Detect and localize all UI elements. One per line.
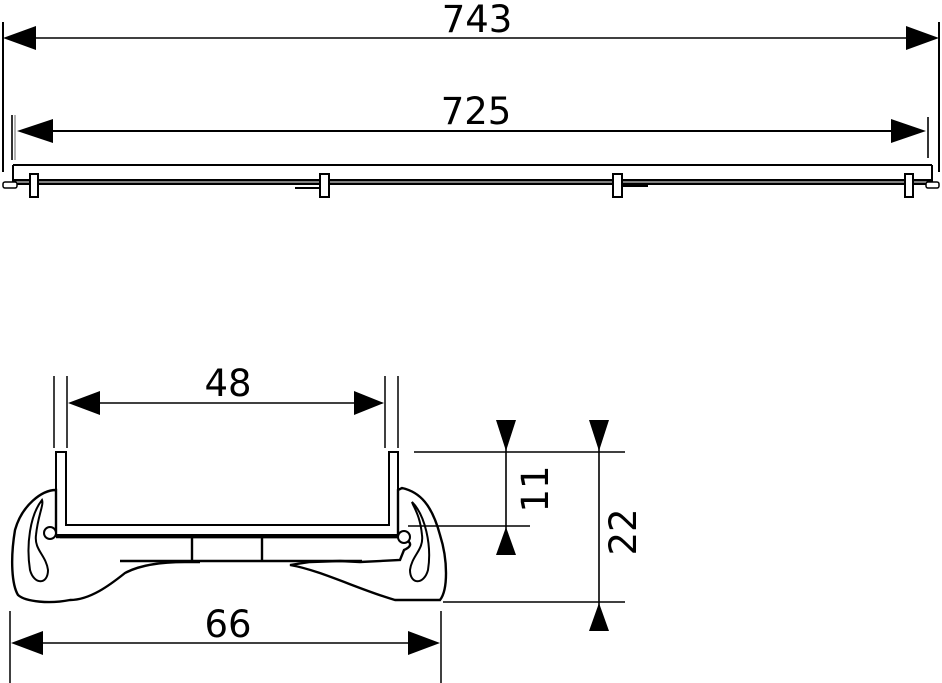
clip-1 (29, 173, 39, 198)
length-view: 743 725 (2, 0, 940, 198)
left-hook-cutout (27, 498, 50, 583)
arrow-up-icon (496, 527, 516, 555)
dimension-label-66: 66 (204, 603, 251, 646)
channel-body-outline (11, 486, 448, 604)
arrow-left-icon (11, 631, 43, 655)
arrow-right-icon (906, 26, 939, 50)
dimension-743: 743 (2, 0, 940, 172)
right-hook-cutout (408, 501, 431, 583)
end-tab-left (2, 181, 18, 189)
arrow-up-icon (589, 603, 609, 631)
arrow-left-icon (17, 119, 53, 143)
arrow-right-icon (891, 119, 926, 143)
grate-side-view (2, 164, 940, 198)
arrow-left-icon (3, 26, 36, 50)
dimension-label-725: 725 (441, 90, 512, 133)
clip-4 (904, 173, 914, 198)
dimension-label-743: 743 (442, 0, 513, 41)
end-tab-right (925, 181, 940, 189)
dimension-66: 66 (9, 603, 442, 683)
arrow-down-icon (496, 420, 516, 451)
arrow-right-icon (354, 391, 384, 415)
dimension-22: 22 (443, 420, 645, 631)
clip-3 (612, 173, 623, 198)
arrow-left-icon (68, 391, 100, 415)
arrow-down-icon (589, 420, 609, 451)
dimension-label-48: 48 (204, 362, 251, 405)
cross-section-view: 48 11 22 (9, 362, 645, 683)
dimension-label-22: 22 (602, 508, 645, 555)
dimension-48: 48 (53, 362, 399, 448)
dimension-11: 11 (408, 420, 625, 555)
arrow-right-icon (408, 631, 440, 655)
dimension-725: 725 (11, 90, 929, 160)
clip-2 (319, 173, 330, 198)
grate-u-profile (55, 451, 399, 536)
dimension-label-11: 11 (514, 465, 557, 512)
